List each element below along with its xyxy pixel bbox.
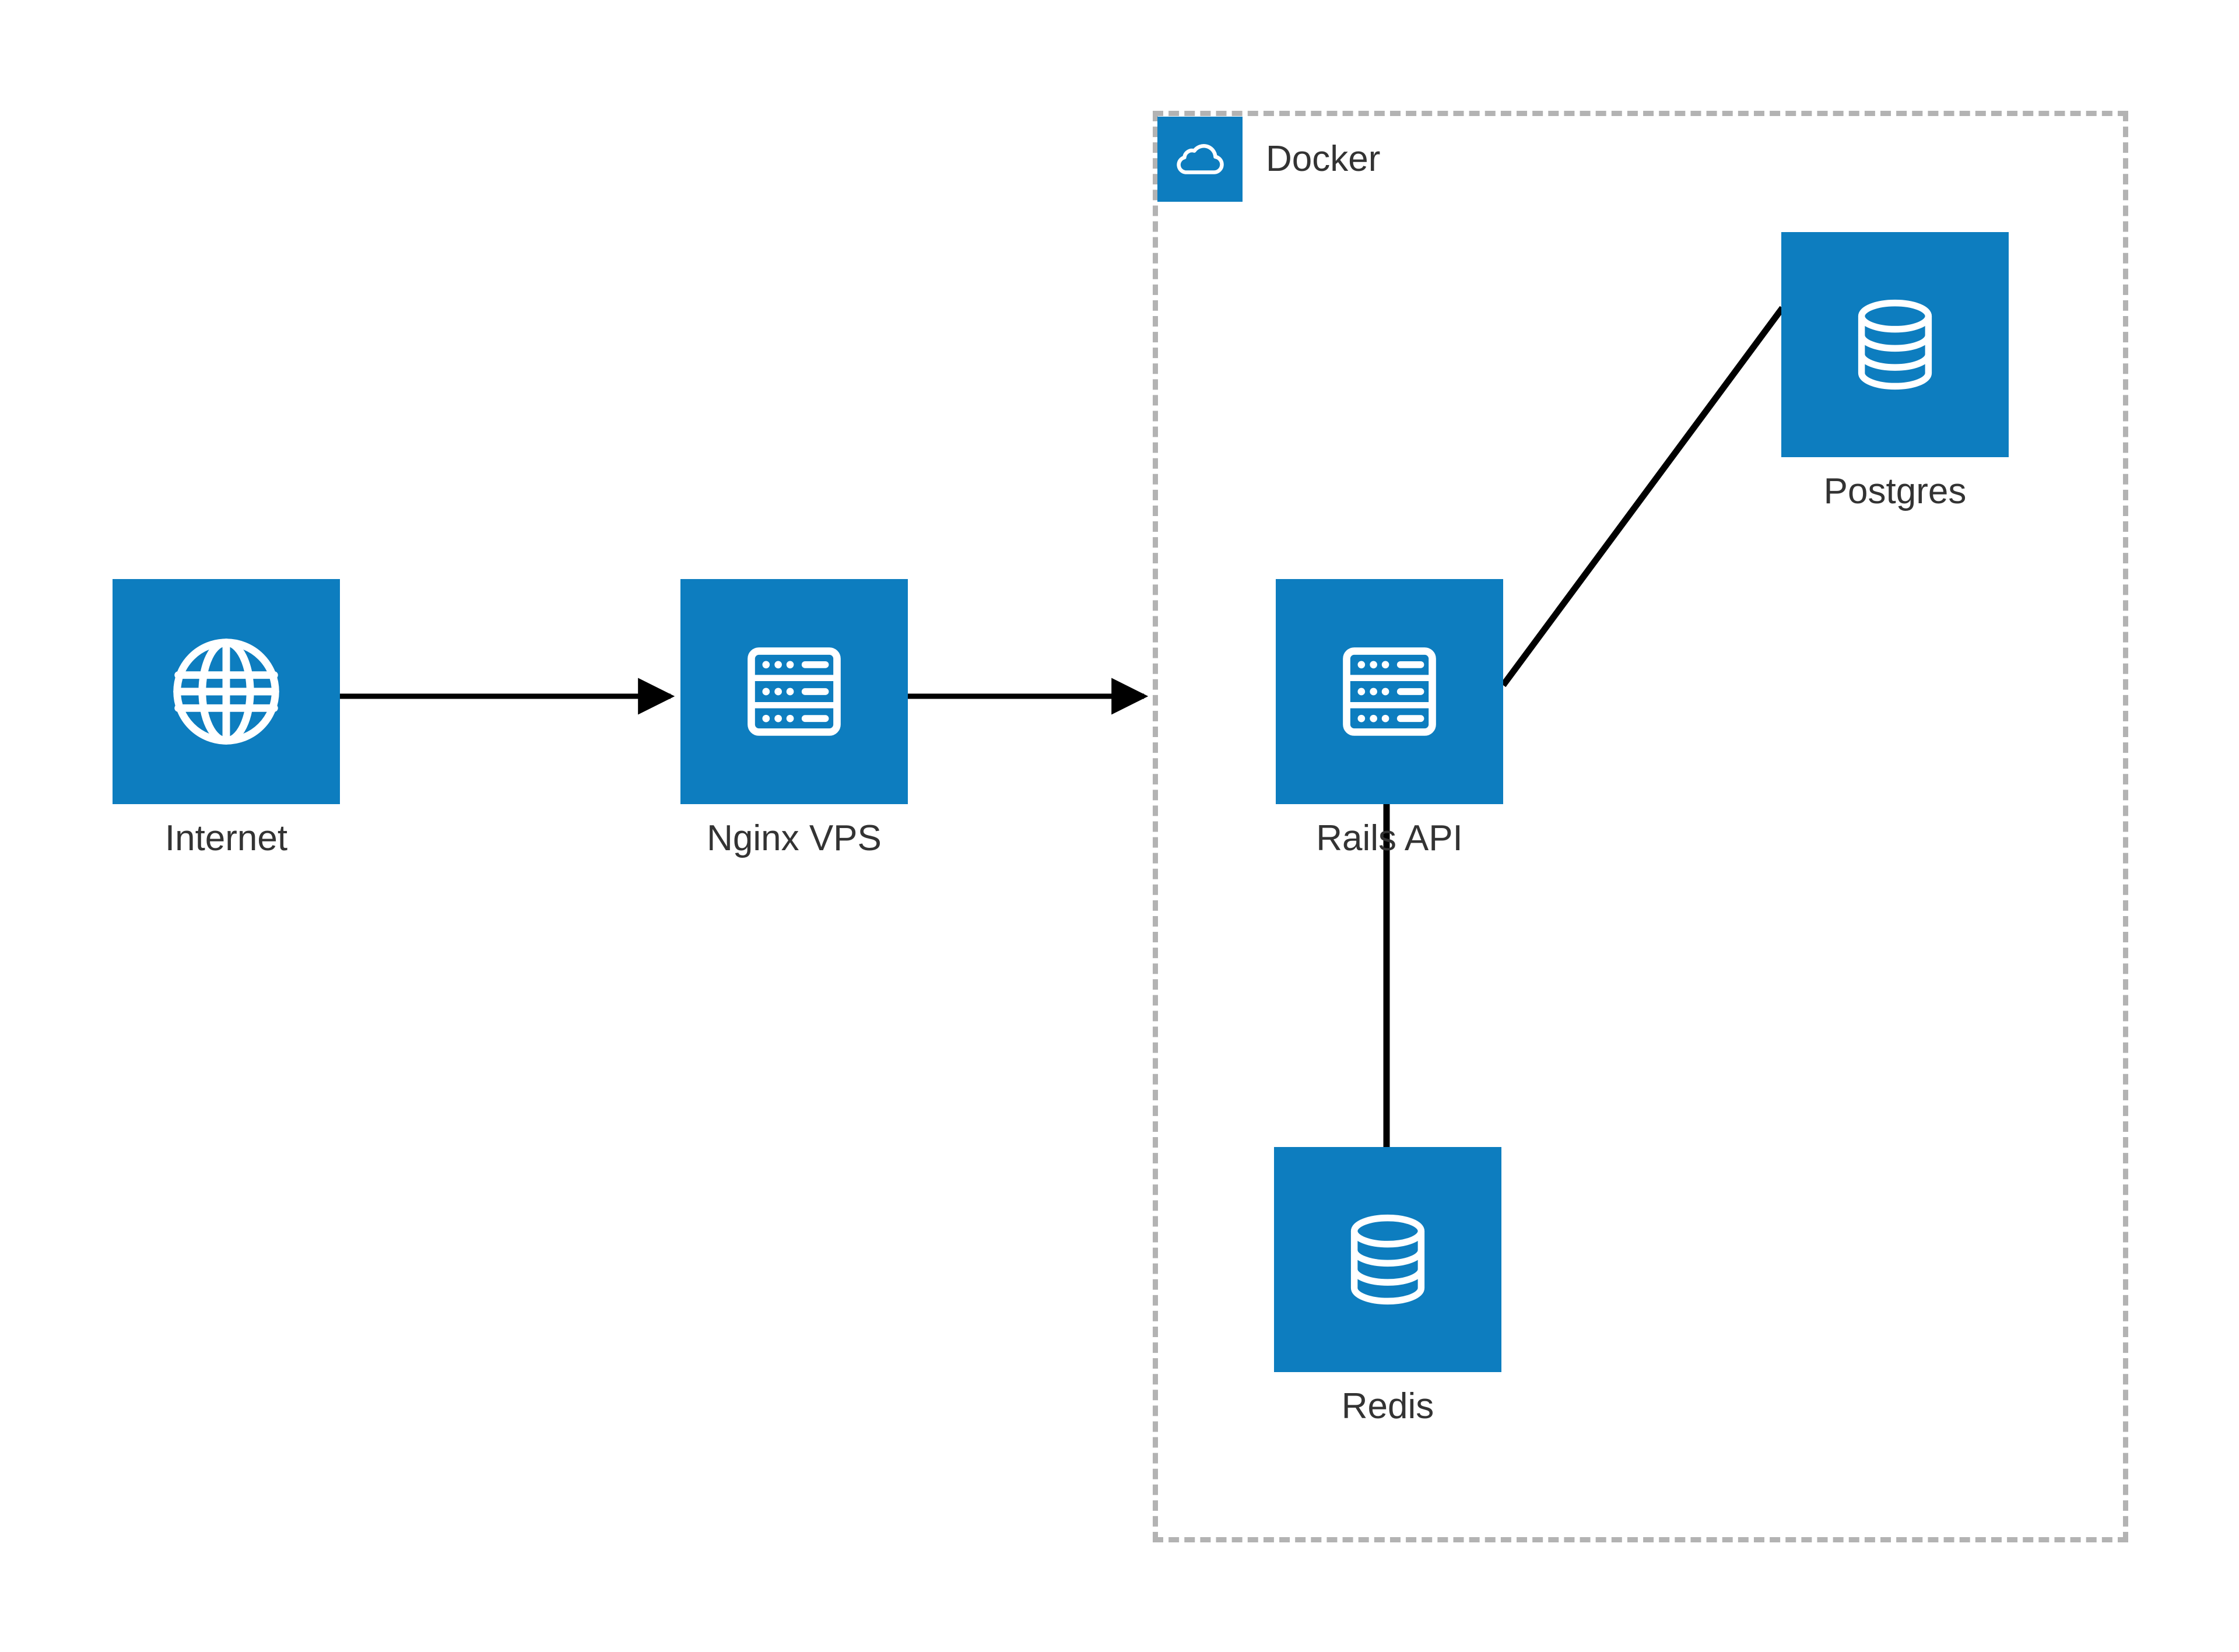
database-icon xyxy=(1858,299,1932,390)
database-icon xyxy=(1350,1214,1425,1305)
node-postgres-box xyxy=(1781,232,2009,457)
docker-badge xyxy=(1157,117,1243,202)
node-nginx-vps[interactable]: Nginx VPS xyxy=(680,579,908,857)
node-internet-box xyxy=(113,579,340,804)
node-rails-api-label: Rails API xyxy=(1316,818,1463,858)
node-nginx-vps-label: Nginx VPS xyxy=(707,818,882,858)
globe-icon xyxy=(173,639,279,745)
group-title-docker: Docker xyxy=(1266,139,1381,179)
node-internet-label: Internet xyxy=(164,818,288,858)
node-redis-label: Redis xyxy=(1341,1386,1434,1426)
cloud-icon xyxy=(1177,144,1224,174)
group-header-docker: Docker xyxy=(1157,117,1380,202)
server-icon xyxy=(1343,647,1436,736)
node-rails-api-box xyxy=(1276,579,1503,804)
node-redis[interactable]: Redis xyxy=(1274,1147,1501,1425)
node-internet[interactable]: Internet xyxy=(113,579,340,857)
node-postgres-label: Postgres xyxy=(1823,471,1967,511)
node-postgres[interactable]: Postgres xyxy=(1781,232,2009,510)
node-rails-api[interactable]: Rails API xyxy=(1276,579,1503,857)
node-redis-box xyxy=(1274,1147,1501,1372)
server-icon xyxy=(747,647,841,736)
node-nginx-vps-box xyxy=(680,579,908,804)
group-boundary-docker[interactable] xyxy=(1153,111,2128,1542)
